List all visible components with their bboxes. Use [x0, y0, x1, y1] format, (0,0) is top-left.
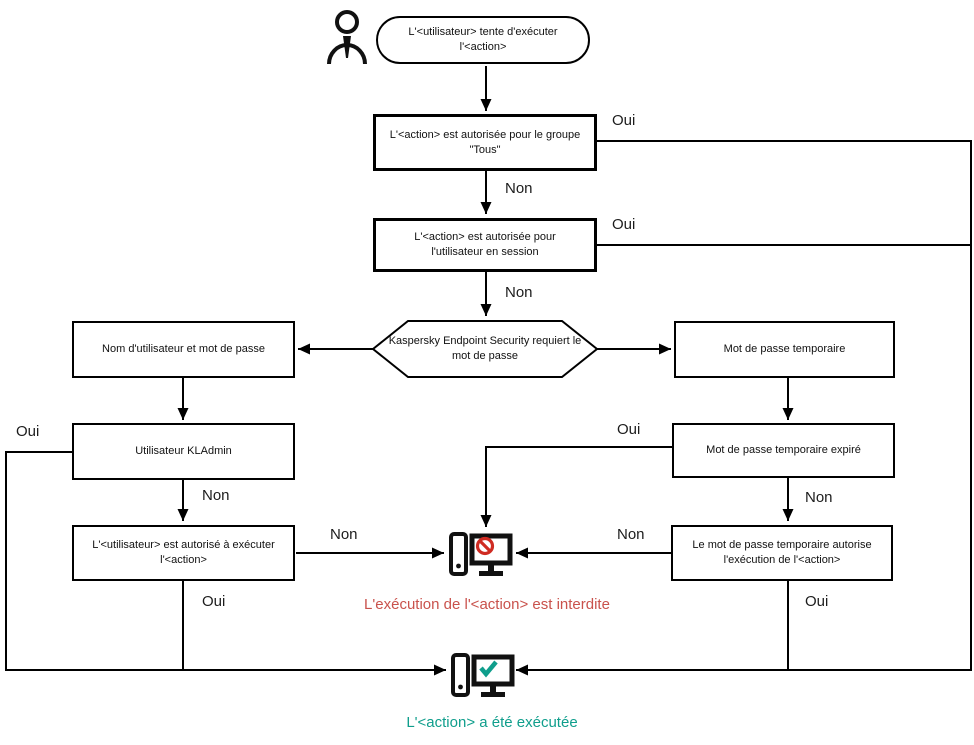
prohibited-glyph — [475, 536, 495, 556]
edge-expired-oui — [480, 446, 672, 527]
node-temp-password-expired: Mot de passe temporaire expiré — [672, 423, 895, 478]
node-start: L'<utilisateur> tente d'exécuter l'<acti… — [376, 16, 590, 64]
node-user-authorized: L'<utilisateur> est autorisé à exécuter … — [72, 525, 295, 581]
label-oui-user-authorized: Oui — [202, 593, 226, 610]
computer-prohibited-icon — [447, 529, 517, 585]
node-session-check-label: L'<action> est autorisée pour l'utilisat… — [414, 231, 556, 258]
node-username-password-label: Nom d'utilisateur et mot de passe — [102, 343, 265, 356]
label-non-kladmin: Non — [202, 487, 230, 504]
node-kladmin-label: Utilisateur KLAdmin — [135, 445, 232, 458]
node-temp-password-label: Mot de passe temporaire — [723, 343, 846, 356]
computer-check-icon — [449, 650, 519, 706]
outcome-executed-text: L'<action> a été exécutée — [406, 714, 578, 731]
outcome-denied-text: L'exécution de l'<action> est interdite — [364, 596, 610, 613]
node-session-check: L'<action> est autorisée pour l'utilisat… — [373, 218, 597, 272]
password-required-hexagon — [371, 320, 599, 378]
node-kladmin: Utilisateur KLAdmin — [72, 423, 295, 480]
user-icon — [324, 8, 370, 66]
label-oui-kladmin: Oui — [16, 423, 40, 440]
edge-kladmin-oui — [5, 451, 446, 676]
label-non-temp-authorizes: Non — [617, 526, 645, 543]
node-group-check-label: L'<action> est autorisée pour le groupe … — [389, 128, 581, 156]
node-password-required-label: Kaspersky Endpoint Security requiert le … — [388, 335, 582, 362]
label-non-user-authorized: Non — [330, 526, 358, 543]
edge-group-oui — [516, 140, 972, 676]
node-temp-password-expired-label: Mot de passe temporaire expiré — [706, 444, 861, 457]
node-temp-password-authorizes: Le mot de passe temporaire autorise l'ex… — [671, 525, 893, 581]
label-oui-group: Oui — [612, 112, 636, 129]
node-temp-password: Mot de passe temporaire — [674, 321, 895, 378]
node-username-password: Nom d'utilisateur et mot de passe — [72, 321, 295, 378]
node-start-label: L'<utilisateur> tente d'exécuter l'<acti… — [408, 26, 558, 53]
check-glyph — [479, 660, 498, 678]
label-non-group: Non — [505, 180, 533, 197]
label-non-expired: Non — [805, 489, 833, 506]
node-group-check: L'<action> est autorisée pour le groupe … — [373, 114, 597, 171]
label-oui-temp-authorizes: Oui — [805, 593, 829, 610]
node-temp-password-authorizes-label: Le mot de passe temporaire autorise l'ex… — [692, 539, 872, 566]
label-non-session: Non — [505, 284, 533, 301]
label-oui-session: Oui — [612, 216, 636, 233]
node-user-authorized-label: L'<utilisateur> est autorisé à exécuter … — [92, 539, 275, 566]
label-oui-expired: Oui — [617, 421, 641, 438]
